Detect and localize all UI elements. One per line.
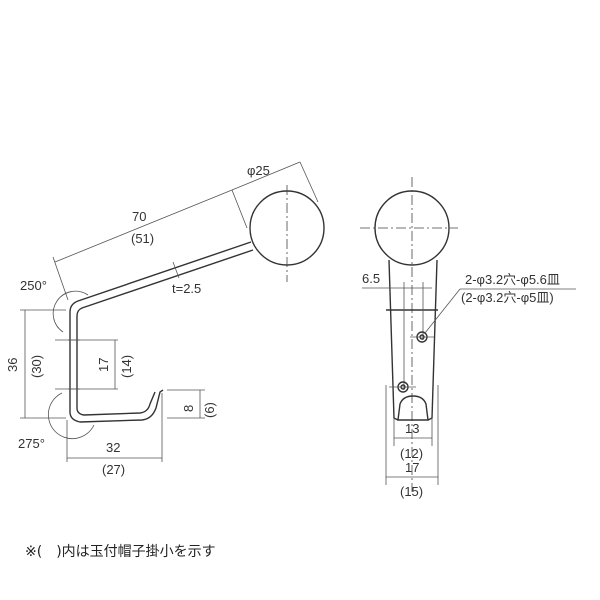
thickness-label: t=2.5 — [172, 281, 201, 296]
outer-width-small-label: (15) — [400, 484, 423, 499]
ball-diameter-label: φ25 — [247, 163, 270, 178]
height-label: 36 — [5, 358, 20, 372]
tip-height-small-label: (6) — [202, 402, 217, 418]
inner-width-label: 13 — [405, 421, 419, 436]
arm-length-small-label: (51) — [131, 231, 154, 246]
outer-width-label: 17 — [405, 460, 419, 475]
hole-pitch-label: 17 — [96, 358, 111, 372]
offset-label: 6.5 — [362, 271, 380, 286]
hole-spec-label: 2-φ3.2穴-φ5.6皿 — [465, 272, 560, 287]
arm-length-label: 70 — [132, 209, 146, 224]
side-view: 70 (51) φ25 t=2.5 250° 275° 36 (30) 17 (… — [5, 161, 325, 477]
hook-depth-label: 32 — [106, 440, 120, 455]
footnote: ※( )内は玉付帽子掛小を示す — [25, 544, 216, 560]
angle-top-label: 250° — [20, 278, 47, 293]
angle-bottom-label: 275° — [18, 436, 45, 451]
hole-spec-small-label: (2-φ3.2穴-φ5皿) — [461, 290, 554, 305]
hole-pitch-small-label: (14) — [119, 355, 134, 378]
height-small-label: (30) — [29, 355, 44, 378]
hook-outline — [69, 241, 252, 423]
tip-height-label: 8 — [181, 405, 196, 412]
front-view: 6.5 2-φ3.2穴-φ5.6皿 (2-φ3.2穴-φ5皿) 13 (12) … — [360, 177, 576, 499]
hook-depth-small-label: (27) — [102, 462, 125, 477]
inner-width-small-label: (12) — [400, 446, 423, 461]
